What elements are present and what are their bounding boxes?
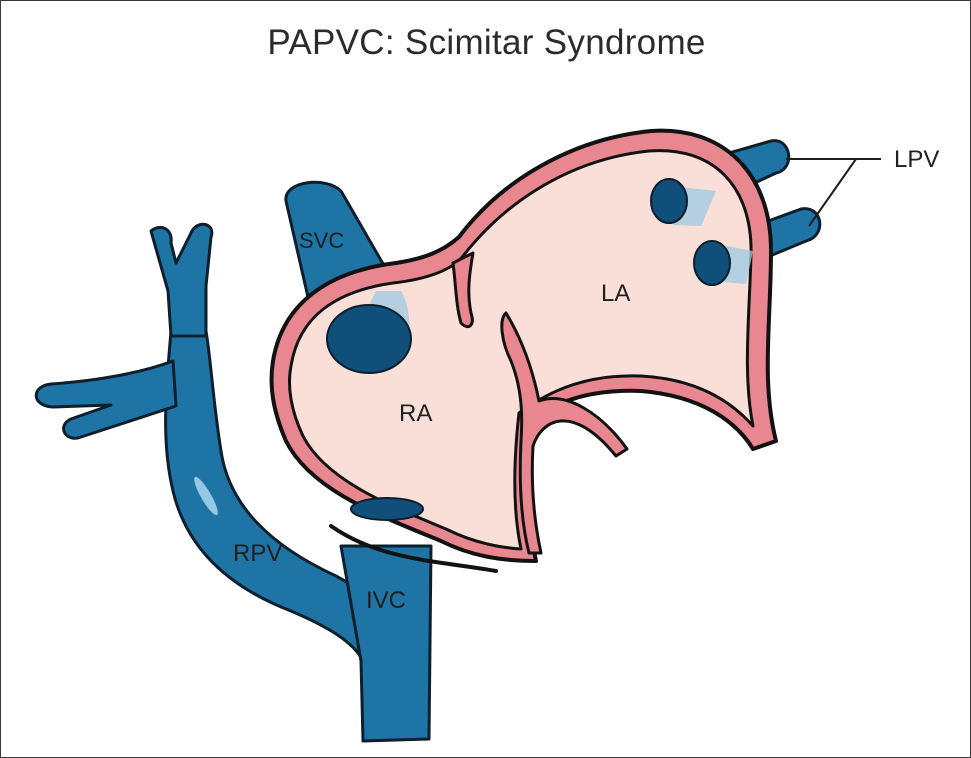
label-ivc: IVC <box>366 587 406 614</box>
label-ra: RA <box>399 400 432 427</box>
lpv-leader-lines <box>786 158 881 227</box>
label-la: LA <box>601 280 630 307</box>
interatrial-septum-top <box>451 251 475 329</box>
label-rpv: RPV <box>233 540 282 567</box>
atria <box>269 128 778 573</box>
label-lpv: LPV <box>894 146 939 173</box>
interatrial-septum-bottom <box>500 311 629 555</box>
label-svc: SVC <box>299 228 344 253</box>
vessel-openings <box>326 178 753 521</box>
diagram-title: PAPVC: Scimitar Syndrome <box>267 23 706 62</box>
inferior-vena-cava <box>339 544 433 743</box>
